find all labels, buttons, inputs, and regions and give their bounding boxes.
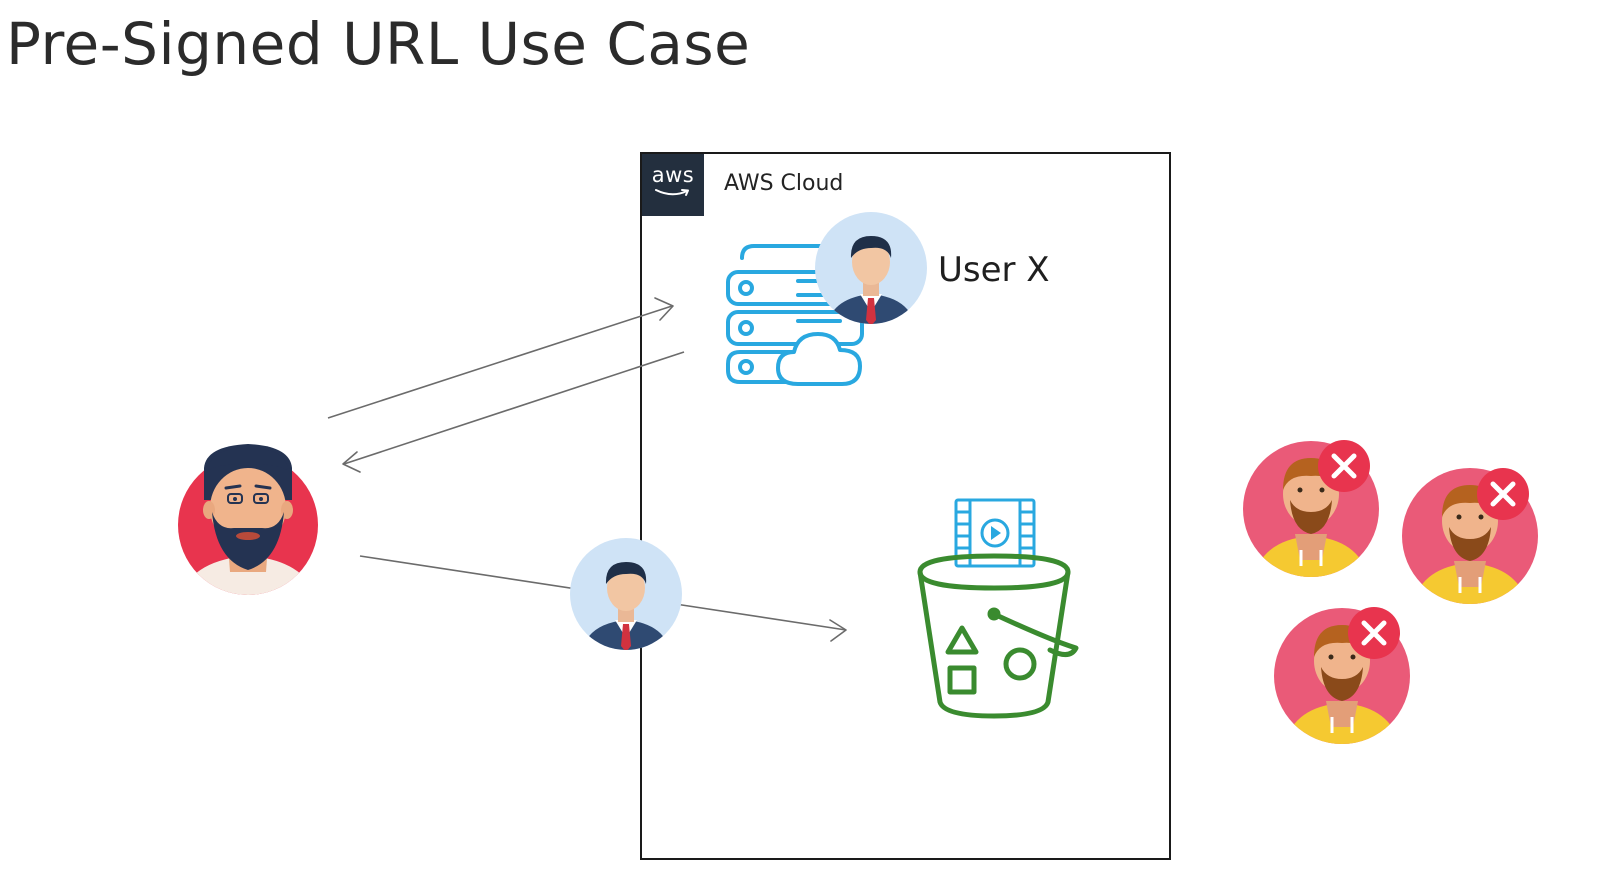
bearded-user-avatar-icon bbox=[178, 444, 318, 595]
denied-user-icon bbox=[1274, 607, 1410, 744]
response-arrow bbox=[342, 351, 685, 473]
aws-logo-icon: aws bbox=[642, 154, 704, 216]
aws-logo-text: aws bbox=[651, 163, 695, 187]
aws-smile-icon bbox=[655, 189, 689, 196]
user-x-label: User X bbox=[938, 250, 1050, 290]
request-arrow bbox=[327, 297, 674, 419]
denied-user-icon bbox=[1402, 468, 1538, 604]
aws-cloud-label: AWS Cloud bbox=[724, 171, 844, 196]
denied-user-icon bbox=[1243, 440, 1379, 577]
slide-title: Pre-Signed URL Use Case bbox=[6, 10, 751, 78]
businessman-avatar-icon bbox=[570, 538, 682, 650]
aws-cloud-boundary: aws AWS Cloud bbox=[640, 152, 1171, 860]
s3-bucket-icon bbox=[917, 553, 1079, 719]
